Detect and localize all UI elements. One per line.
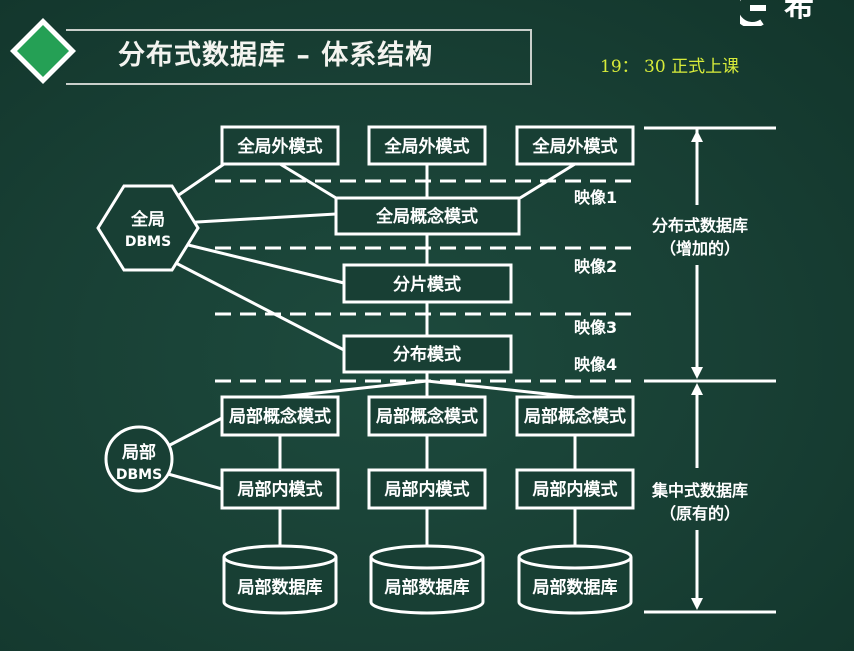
title-diamond-icon	[8, 16, 78, 86]
global-external-schema-box-1	[220, 125, 340, 166]
allocation-schema-box	[342, 334, 513, 374]
local-database-cylinder-3	[517, 544, 633, 615]
distributed-part-label: 分布式数据库	[652, 216, 748, 235]
fragment-schema-box	[342, 263, 513, 304]
local-internal-schema-box-2	[367, 468, 487, 510]
global-dbms-hexagon	[96, 184, 200, 272]
local-internal-schema-box-1	[220, 468, 340, 510]
local-conceptual-schema-box-3	[515, 395, 635, 437]
local-database-cylinder-1	[222, 544, 338, 615]
global-external-schema-box-3	[515, 125, 635, 166]
brand-logo: 希	[740, 0, 854, 26]
svg-text:希: 希	[784, 0, 814, 24]
local-internal-schema-label-2: 局部内模式	[385, 479, 470, 500]
local-database-label-1: 局部数据库	[238, 577, 323, 598]
global-conceptual-schema-box	[334, 196, 521, 236]
class-time-note: 19： 30 正式上课	[600, 57, 740, 77]
local-conceptual-schema-label-1: 局部概念模式	[229, 406, 331, 427]
local-conceptual-schema-label-2: 局部概念模式	[376, 406, 478, 427]
local-database-cylinder-2	[369, 544, 485, 615]
page-title: 分布式数据库 – 体系结构	[118, 40, 434, 71]
local-conceptual-schema-box-2	[367, 395, 487, 437]
local-dbms-circle	[104, 425, 174, 493]
centralized-part-label: 集中式数据库	[651, 481, 748, 500]
global-external-schema-label-2: 全局外模式	[384, 136, 470, 157]
global-external-schema-label-1: 全局外模式	[237, 136, 323, 157]
local-database-label-2: 局部数据库	[385, 577, 470, 598]
local-internal-schema-box-3	[515, 468, 635, 510]
local-dbms-sublabel: DBMS	[116, 467, 162, 483]
local-conceptual-schema-box-1	[220, 395, 340, 437]
local-internal-schema-label-1: 局部内模式	[238, 479, 323, 500]
local-internal-schema-label-3: 局部内模式	[533, 479, 618, 500]
distributed-part-sublabel: （增加的）	[660, 239, 740, 258]
global-external-schema-label-3: 全局外模式	[532, 136, 618, 157]
global-dbms-label: 全局	[130, 209, 165, 230]
local-dbms-label: 局部	[122, 442, 156, 463]
global-external-schema-box-2	[367, 125, 487, 166]
mapping-2-label: 映像2	[574, 257, 617, 276]
local-conceptual-schema-label-3: 局部概念模式	[524, 406, 626, 427]
mapping-3-label: 映像3	[574, 318, 617, 337]
allocation-schema-label: 分布模式	[393, 344, 461, 365]
mapping-4-label: 映像4	[574, 355, 617, 374]
global-conceptual-schema-label: 全局概念模式	[375, 206, 478, 227]
title-frame	[66, 29, 532, 85]
global-dbms-sublabel: DBMS	[125, 234, 171, 250]
local-database-label-3: 局部数据库	[533, 577, 618, 598]
centralized-part-sublabel: （原有的）	[660, 504, 740, 523]
mapping-1-label: 映像1	[574, 188, 617, 207]
fragment-schema-label: 分片模式	[393, 274, 461, 295]
